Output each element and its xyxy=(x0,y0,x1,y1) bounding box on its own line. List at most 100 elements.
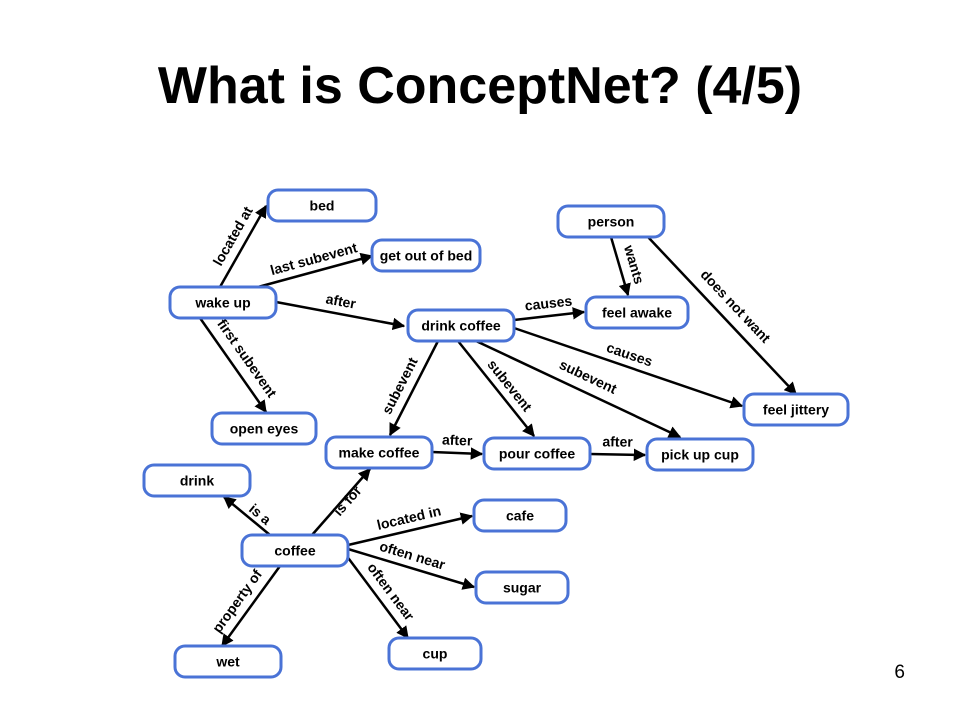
edge-label: subevent xyxy=(557,356,620,397)
edge-arrow xyxy=(589,448,647,462)
node-wet: wet xyxy=(173,644,283,679)
node-box xyxy=(266,188,378,223)
edge-make-coffee-to-pour-coffee: after xyxy=(431,431,484,460)
node-label: drink coffee xyxy=(421,318,501,334)
node-label: cup xyxy=(423,646,448,662)
edge-arrow xyxy=(475,339,682,439)
edge-label: after xyxy=(325,290,358,311)
edge-coffee-to-make-coffee: is for xyxy=(311,468,371,536)
node-label: get out of bed xyxy=(380,248,473,264)
node-label: drink xyxy=(180,473,214,489)
edge-arrow xyxy=(257,252,374,289)
edge-arrow xyxy=(457,340,535,437)
edge-coffee-to-sugar: often near xyxy=(347,538,476,590)
node-box xyxy=(210,411,318,446)
edge-label: causes xyxy=(524,292,573,313)
node-label: feel awake xyxy=(602,305,672,321)
node-pick-up-cup: pick up cup xyxy=(645,437,755,472)
edge-label: is for xyxy=(330,482,365,519)
node-label: feel jittery xyxy=(763,402,829,418)
node-label: bed xyxy=(310,198,335,214)
node-box xyxy=(370,238,482,273)
node-pour-coffee: pour coffee xyxy=(482,436,592,471)
slide-number: 6 xyxy=(894,662,905,683)
node-cafe: cafe xyxy=(472,498,568,533)
edge-label: located in xyxy=(375,502,442,533)
edge-drink-coffee-to-make-coffee: subevent xyxy=(378,340,440,437)
edge-wake-up-to-open-eyes: first subevent xyxy=(198,316,280,414)
node-box xyxy=(482,436,592,471)
edge-arrow xyxy=(431,447,484,460)
node-label: cafe xyxy=(506,508,534,524)
node-wake-up: wake up xyxy=(168,285,278,320)
node-box xyxy=(168,285,278,320)
edge-arrow xyxy=(344,554,410,640)
edge-drink-coffee-to-feel-jittery: causes xyxy=(513,326,744,409)
node-box xyxy=(742,392,850,427)
edge-arrow xyxy=(223,496,271,536)
edge-arrow xyxy=(220,565,282,648)
edge-arrow xyxy=(198,317,268,414)
node-box xyxy=(387,636,483,671)
node-feel-jittery: feel jittery xyxy=(742,392,850,427)
edge-label: first subevent xyxy=(214,316,280,401)
edge-arrow xyxy=(218,204,268,288)
node-drink-coffee: drink coffee xyxy=(406,308,516,343)
edge-label: after xyxy=(602,433,633,450)
node-label: person xyxy=(588,214,635,230)
slide-title: What is ConceptNet? (4/5) xyxy=(157,57,803,115)
edge-arrow xyxy=(347,512,474,547)
edge-label: does not want xyxy=(698,266,774,346)
edge-coffee-to-drink: is a xyxy=(223,496,274,536)
node-box xyxy=(474,570,570,605)
node-make-coffee: make coffee xyxy=(324,435,434,470)
node-label: coffee xyxy=(274,543,315,559)
edge-drink-coffee-to-feel-awake: causes xyxy=(513,292,586,322)
node-box xyxy=(142,463,252,498)
node-label: open eyes xyxy=(230,421,299,437)
edge-label: causes xyxy=(605,339,655,370)
node-open-eyes: open eyes xyxy=(210,411,318,446)
node-box xyxy=(240,533,350,568)
node-label: sugar xyxy=(503,580,542,596)
edge-wake-up-to-drink-coffee: after xyxy=(275,290,406,331)
node-feel-awake: feel awake xyxy=(584,295,690,330)
edge-wake-up-to-get-out-of-bed: last subevent xyxy=(257,239,374,289)
node-label: pour coffee xyxy=(499,446,575,462)
edge-arrow xyxy=(647,236,797,395)
edge-pour-coffee-to-pick-up-cup: after xyxy=(589,433,647,462)
node-box xyxy=(584,295,690,330)
edge-arrow xyxy=(513,326,744,409)
node-label: wake up xyxy=(194,295,250,311)
node-get-out-of-bed: get out of bed xyxy=(370,238,482,273)
edge-arrow xyxy=(388,340,440,437)
node-box xyxy=(406,308,516,343)
node-box xyxy=(472,498,568,533)
node-bed: bed xyxy=(266,188,378,223)
node-drink: drink xyxy=(142,463,252,498)
edge-wake-up-to-bed: located at xyxy=(210,203,268,288)
node-label: pick up cup xyxy=(661,447,739,463)
edge-coffee-to-wet: property of xyxy=(209,565,282,648)
node-box xyxy=(324,435,434,470)
edge-label: after xyxy=(442,431,474,448)
node-box xyxy=(556,204,666,239)
edge-label: is a xyxy=(246,501,274,528)
node-label: wet xyxy=(215,654,240,670)
edge-coffee-to-cafe: located in xyxy=(347,502,474,547)
edge-arrow xyxy=(275,300,406,331)
edge-arrow xyxy=(513,307,586,322)
edge-arrow xyxy=(609,236,631,297)
node-box xyxy=(173,644,283,679)
edge-person-to-feel-awake: wants xyxy=(609,236,648,297)
nodes-layer: bed get out of bed wake up person feel awake… xyxy=(142,188,850,679)
edge-arrow xyxy=(347,547,476,590)
node-label: make coffee xyxy=(339,445,420,461)
node-person: person xyxy=(556,204,666,239)
node-sugar: sugar xyxy=(474,570,570,605)
node-box xyxy=(645,437,755,472)
edge-label: wants xyxy=(621,242,648,286)
node-coffee: coffee xyxy=(240,533,350,568)
edge-drink-coffee-to-pour-coffee: subevent xyxy=(457,340,536,437)
